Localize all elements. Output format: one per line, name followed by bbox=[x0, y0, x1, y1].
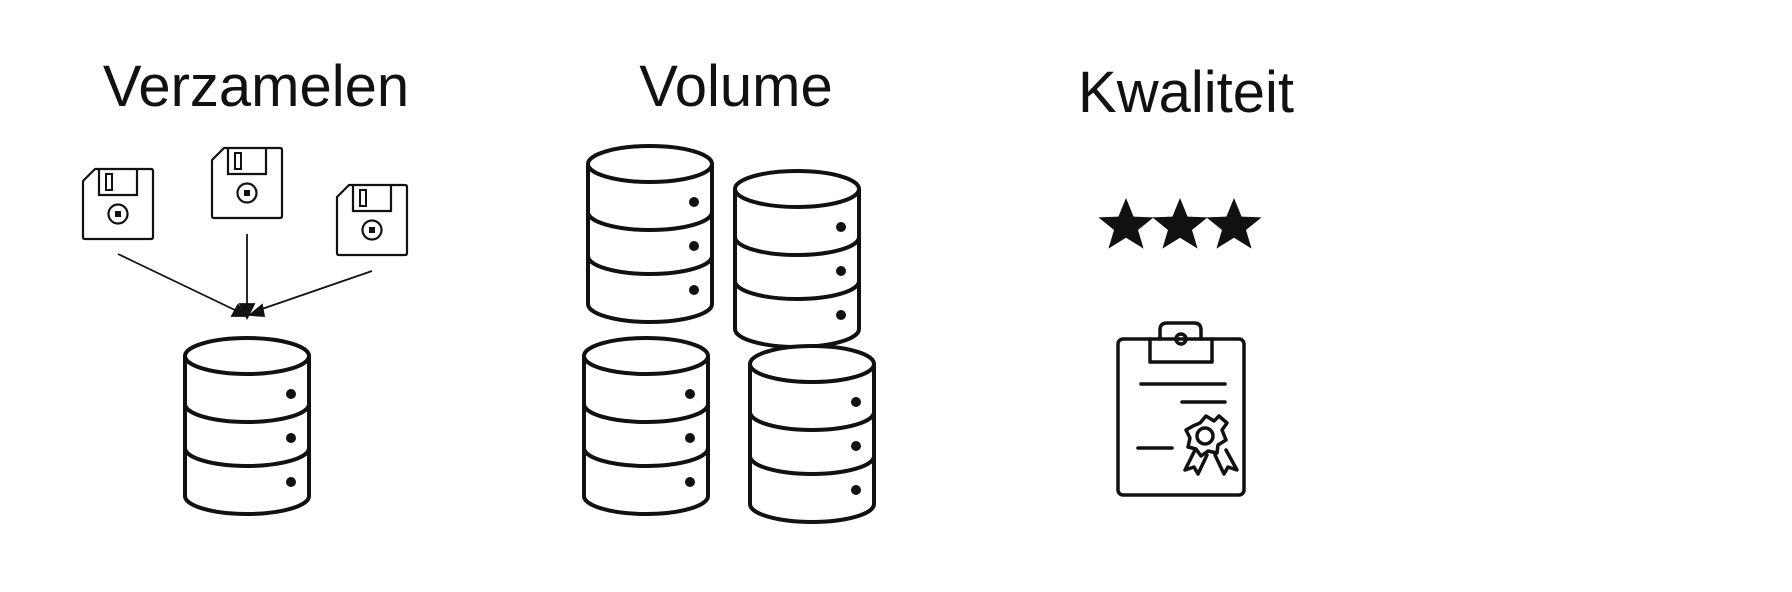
heading-volume: Volume bbox=[639, 54, 833, 119]
database-icon bbox=[586, 144, 714, 324]
heading-kwaliteit: Kwaliteit bbox=[1078, 60, 1294, 125]
arrow-icon bbox=[238, 234, 256, 321]
floppy-disk-icon bbox=[335, 183, 409, 257]
star-rating bbox=[1098, 198, 1262, 249]
database-icon bbox=[582, 336, 710, 516]
star-icon bbox=[1206, 198, 1262, 249]
database-icon bbox=[183, 336, 311, 516]
certificate-clipboard-icon bbox=[1116, 321, 1246, 497]
arrow-icon bbox=[117, 253, 248, 317]
floppy-disk-icon bbox=[81, 167, 155, 241]
arrow-icon bbox=[247, 270, 373, 317]
heading-verzamelen: Verzamelen bbox=[102, 54, 410, 119]
floppy-disk-icon bbox=[210, 146, 284, 220]
database-icon bbox=[733, 169, 861, 349]
star-icon bbox=[1152, 198, 1208, 249]
database-icon bbox=[748, 344, 876, 524]
star-icon bbox=[1098, 198, 1154, 249]
